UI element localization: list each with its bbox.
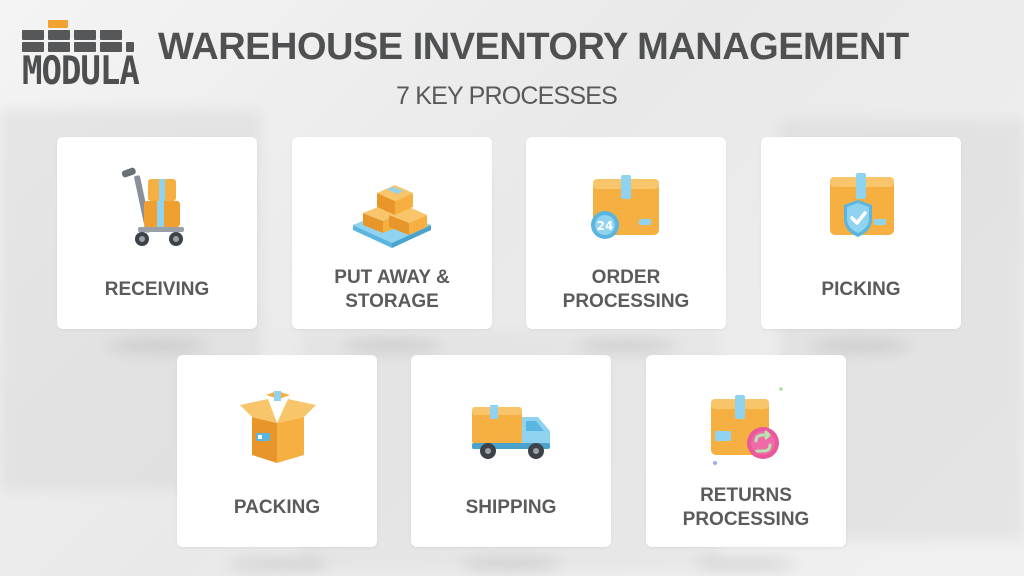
stacked-boxes-icon xyxy=(353,185,431,248)
process-card-picking: PICKING xyxy=(761,137,961,329)
process-card-put-away-storage: PUT AWAY & STORAGE xyxy=(292,137,492,329)
process-card-packing: PACKING xyxy=(177,355,377,547)
process-card-order-processing: 24 ORDER PROCESSING xyxy=(526,137,726,329)
box-shield-check-icon xyxy=(830,173,894,237)
process-label: PICKING xyxy=(821,279,901,300)
svg-text:24: 24 xyxy=(597,219,614,233)
process-card-receiving: RECEIVING xyxy=(57,137,257,329)
process-label: ORDER PROCESSING xyxy=(562,267,690,312)
modula-logo: MODULA xyxy=(22,20,140,98)
page-subtitle: 7 KEY PROCESSES xyxy=(396,82,618,110)
process-label: PUT AWAY & STORAGE xyxy=(334,267,450,312)
hand-truck-icon xyxy=(121,167,184,246)
process-label: SHIPPING xyxy=(465,497,557,518)
box-24-hour-icon: 24 xyxy=(591,175,659,239)
process-label: RECEIVING xyxy=(104,279,210,300)
process-card-shipping: SHIPPING xyxy=(411,355,611,547)
process-label: PACKING xyxy=(233,497,321,518)
process-card-returns-processing: RETURNS PROCESSING xyxy=(646,355,846,547)
open-box-icon xyxy=(240,391,316,463)
page-title: WAREHOUSE INVENTORY MANAGEMENT xyxy=(158,26,909,68)
box-return-icon xyxy=(711,387,783,465)
logo-text: MODULA xyxy=(22,48,140,95)
delivery-truck-icon xyxy=(472,405,550,459)
process-label: RETURNS PROCESSING xyxy=(682,485,810,530)
